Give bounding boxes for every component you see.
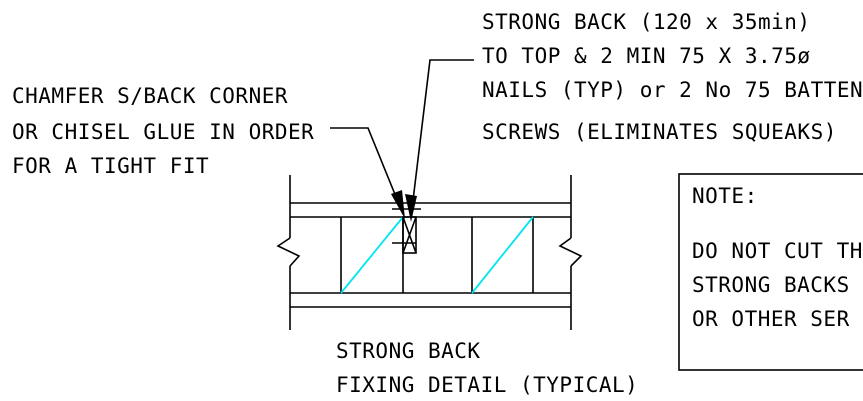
strong-back-leader [410, 59, 474, 218]
left-break-symbol [276, 237, 301, 267]
note-heading: NOTE: [692, 184, 758, 208]
right-break-symbol [558, 237, 583, 267]
diagonal-brace-left [340, 216, 404, 294]
strong-back-cross-2 [402, 216, 417, 254]
note-line-3: OR OTHER SER [692, 307, 850, 331]
chamfer-arrowhead [391, 190, 405, 219]
chamfer-leader [330, 127, 404, 215]
note-box [678, 173, 863, 371]
caption-line-1: STRONG BACK [336, 339, 481, 363]
diagonal-brace-right [471, 216, 534, 294]
strong-back-callout-line-1: STRONG BACK (120 x 35min) [482, 10, 811, 34]
strong-back-callout-line-4: SCREWS (ELIMINATES SQUEAKS) [482, 120, 837, 144]
caption-line-2: FIXING DETAIL (TYPICAL) [336, 373, 638, 397]
chamfer-callout-line-1: CHAMFER S/BACK CORNER [12, 84, 288, 108]
strong-back-arrowhead [405, 194, 417, 222]
strong-back-callout-line-3: NAILS (TYP) or 2 No 75 BATTEN [482, 78, 863, 102]
strong-back-callout-line-2: TO TOP & 2 MIN 75 X 3.75ø [482, 44, 811, 68]
chamfer-callout-line-2: OR CHISEL GLUE IN ORDER [12, 120, 314, 144]
chamfer-callout-line-3: FOR A TIGHT FIT [12, 154, 209, 178]
note-line-2: STRONG BACKS [692, 273, 850, 297]
strong-back-section [402, 216, 417, 254]
note-line-1: DO NOT CUT TH [692, 239, 863, 263]
